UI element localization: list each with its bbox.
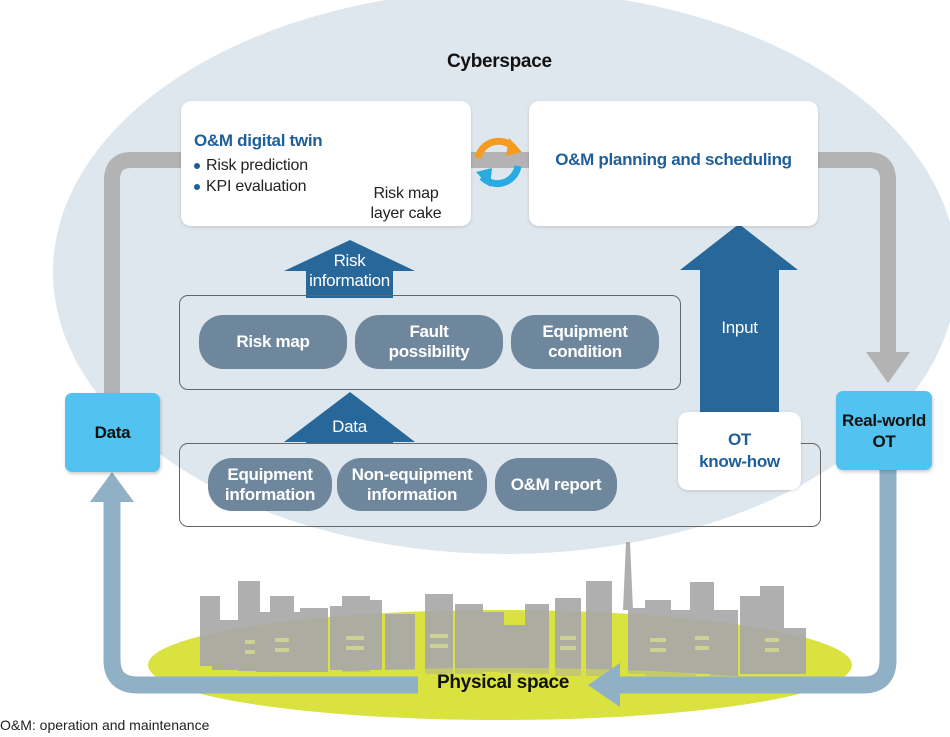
pill-nonequip-line1: Non-equipment (351, 464, 473, 484)
planning-label: O&M planning and scheduling (555, 149, 792, 169)
bluegray-flow-path (620, 470, 897, 694)
pill-condition-line1: Equipment (542, 322, 628, 341)
input-arrow (680, 224, 798, 415)
analysis-group (179, 295, 681, 390)
bullet-kpi-evaluation: KPI evaluation (192, 176, 308, 197)
bluegray-flow-path-left (103, 500, 418, 694)
layer-cake-caption-line1: Risk map (373, 185, 439, 202)
footnote: O&M: operation and maintenance (0, 717, 210, 733)
ot-knowhow-line1: OT (727, 430, 751, 449)
sync-arrows-icon (474, 137, 522, 188)
pill-nonequip-line2: information (366, 484, 458, 504)
pill-condition-line2: condition (548, 342, 622, 361)
pill-equip-info-line1: Equipment (227, 464, 313, 484)
risk-information-line2: information (309, 271, 390, 290)
data-arrow-label: Data (332, 417, 367, 436)
source-group (179, 443, 821, 527)
physical-space-label: Physical space (437, 672, 570, 693)
gray-flow-path (104, 152, 896, 395)
pill-non-equipment-information[interactable]: Non-equipment information (337, 458, 487, 511)
pill-fault-line1: Fault (409, 322, 449, 341)
pill-om-report-line1: O&M report (510, 474, 602, 494)
pill-risk-map[interactable]: Risk map (199, 315, 347, 369)
risk-information-line1: Risk (333, 251, 366, 270)
pill-equipment-information[interactable]: Equipment information (208, 458, 332, 511)
pill-fault-line2: possibility (388, 342, 470, 361)
pill-om-report[interactable]: O&M report (495, 458, 617, 511)
digital-twin-card[interactable]: O&M digital twin Risk prediction KPI eva… (181, 101, 471, 226)
ot-knowhow-card[interactable]: OT know-how (678, 412, 801, 490)
ot-knowhow-line2: know-how (699, 452, 780, 471)
real-world-ot-box[interactable]: Real-world OT (836, 391, 932, 470)
real-world-line1: Real-world (842, 410, 926, 430)
data-up-arrow (284, 392, 415, 443)
pill-equipment-condition[interactable]: Equipment condition (511, 315, 659, 369)
real-world-line2: OT (872, 431, 896, 451)
risk-information-arrow (284, 240, 415, 298)
layer-cake-caption-line2: layer cake (370, 205, 442, 222)
bullet-risk-prediction: Risk prediction (192, 155, 308, 176)
bluegray-arrowhead-up (90, 472, 134, 502)
input-arrow-label: Input (721, 318, 758, 337)
risk-information-label: Risk information (306, 251, 393, 291)
digital-twin-bullets: Risk prediction KPI evaluation (192, 155, 308, 197)
pill-risk-map-line1: Risk map (236, 332, 310, 351)
city-skyline-icon (200, 542, 806, 676)
bluegray-arrowhead-left (588, 663, 620, 707)
pill-fault-possibility[interactable]: Fault possibility (355, 315, 503, 369)
cyberspace-title: Cyberspace (447, 51, 552, 72)
gray-arrowhead (866, 352, 910, 383)
pill-equip-info-line2: information (224, 484, 316, 504)
city-windows (245, 634, 779, 654)
digital-twin-heading: O&M digital twin (194, 131, 323, 150)
data-box[interactable]: Data (65, 393, 160, 472)
layer-cake-caption: Risk map layer cake (366, 184, 446, 224)
planning-card[interactable]: O&M planning and scheduling (529, 101, 818, 226)
data-box-label: Data (94, 423, 131, 442)
